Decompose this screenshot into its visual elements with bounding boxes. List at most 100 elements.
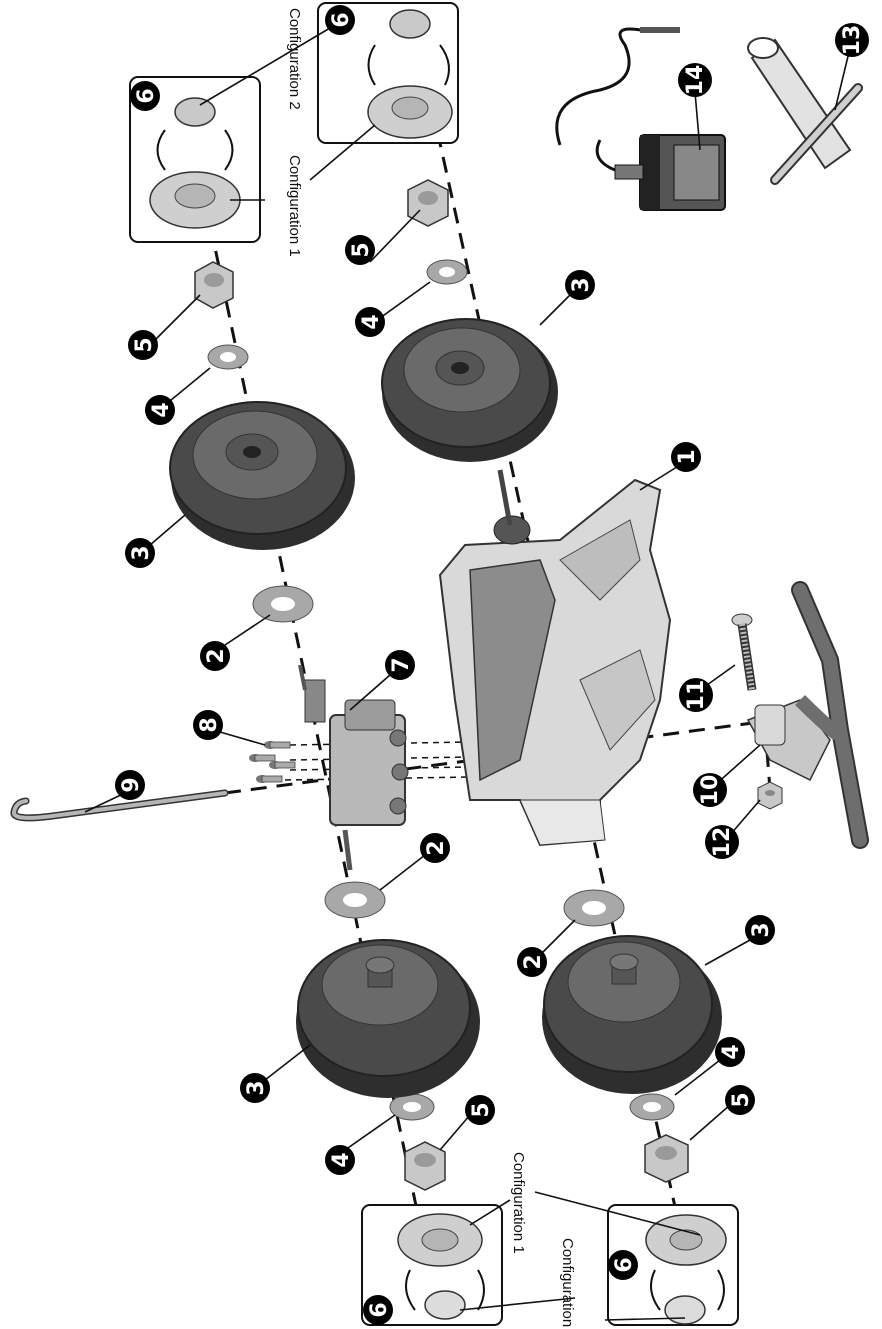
svg-text:4: 4 — [719, 1044, 744, 1059]
callout-6: 6 — [325, 5, 355, 35]
axle-rod — [10, 789, 229, 822]
callout-4: 4 — [715, 1037, 745, 1067]
callout-2: 2 — [517, 947, 547, 977]
config-label: Configuration 1 — [510, 1152, 527, 1254]
hubcap-cap — [389, 9, 431, 39]
svg-text:10: 10 — [698, 775, 723, 806]
wrench — [747, 37, 863, 185]
svg-text:8: 8 — [197, 717, 222, 732]
callout-11: 11 — [679, 678, 713, 712]
svg-text:6: 6 — [134, 88, 159, 103]
washer-small — [207, 344, 249, 370]
callout-4: 4 — [355, 307, 385, 337]
svg-text:6: 6 — [367, 1302, 392, 1317]
svg-text:6: 6 — [612, 1257, 637, 1272]
nut — [194, 261, 234, 309]
config-label: Configuration 2 — [559, 1238, 576, 1329]
screw — [249, 754, 276, 762]
svg-text:1: 1 — [675, 449, 700, 464]
config-label: Configuration 2 — [286, 8, 303, 110]
svg-text:2: 2 — [204, 648, 229, 663]
washer-small — [389, 1093, 435, 1121]
washer-small — [629, 1093, 675, 1121]
wheel — [296, 939, 480, 1098]
svg-text:3: 3 — [244, 1080, 269, 1095]
screw — [269, 761, 296, 769]
svg-text:3: 3 — [129, 545, 154, 560]
callout-5: 5 — [128, 330, 158, 360]
callout-1: 1 — [671, 442, 701, 472]
steering-column — [746, 699, 831, 782]
wheel — [381, 318, 558, 462]
nut — [407, 179, 449, 227]
washer-large — [252, 585, 314, 623]
screw — [256, 775, 283, 783]
callout-10: 10 — [693, 773, 727, 807]
hubcap-cap — [174, 97, 216, 127]
callout-3: 3 — [240, 1073, 270, 1103]
axis-steering — [224, 718, 776, 795]
svg-text:5: 5 — [729, 1092, 754, 1107]
gearbox — [298, 664, 409, 871]
config-box-bottom-left — [361, 1204, 503, 1326]
callout-3: 3 — [125, 538, 155, 568]
charger — [555, 27, 726, 211]
callout-6: 6 — [130, 81, 160, 111]
svg-text:5: 5 — [132, 337, 157, 352]
nut — [644, 1134, 689, 1183]
vehicle-body — [438, 469, 672, 847]
svg-text:2: 2 — [424, 840, 449, 855]
config-box-top-left — [129, 76, 261, 243]
callout-5: 5 — [465, 1095, 495, 1125]
leader-lines — [84, 27, 851, 1321]
svg-text:5: 5 — [469, 1102, 494, 1117]
callout-5: 5 — [345, 235, 375, 265]
svg-text:12: 12 — [710, 827, 735, 858]
axis-left — [203, 199, 442, 1321]
config-box-top-right — [317, 2, 459, 144]
svg-text:4: 4 — [359, 314, 384, 329]
svg-text:3: 3 — [749, 922, 774, 937]
callout-3: 3 — [745, 915, 775, 945]
svg-text:4: 4 — [149, 402, 174, 417]
svg-text:13: 13 — [840, 25, 865, 56]
nut — [404, 1141, 446, 1191]
callout-4: 4 — [325, 1145, 355, 1175]
callout-2: 2 — [420, 833, 450, 863]
svg-text:2: 2 — [521, 954, 546, 969]
callout-13: 13 — [835, 23, 869, 57]
svg-text:7: 7 — [389, 657, 414, 672]
callout-4: 4 — [145, 395, 175, 425]
config-label: Configuration 1 — [286, 155, 303, 257]
washer-small — [426, 259, 468, 285]
washer-large — [563, 889, 625, 927]
steering-nut — [757, 781, 783, 810]
callout-2: 2 — [200, 641, 230, 671]
screw — [264, 741, 291, 749]
washer-large — [324, 881, 386, 919]
callout-7: 7 — [385, 650, 415, 680]
svg-text:4: 4 — [329, 1152, 354, 1167]
svg-text:9: 9 — [119, 777, 144, 792]
wheel — [542, 935, 722, 1094]
callout-5: 5 — [725, 1085, 755, 1115]
svg-text:14: 14 — [683, 65, 708, 96]
callout-12: 12 — [705, 825, 739, 859]
svg-text:3: 3 — [569, 277, 594, 292]
config-box-bottom-right — [607, 1204, 739, 1326]
callout-6: 6 — [363, 1295, 393, 1325]
hubcap-cap — [664, 1295, 706, 1325]
callout-9: 9 — [115, 770, 145, 800]
steering-wheel — [791, 581, 869, 849]
svg-text:6: 6 — [329, 12, 354, 27]
callout-3: 3 — [565, 270, 595, 300]
svg-text:11: 11 — [684, 680, 709, 711]
hubcap-cap — [424, 1290, 466, 1320]
callout-8: 8 — [193, 710, 223, 740]
wheel — [169, 401, 355, 550]
steering-bolt — [731, 613, 757, 691]
callout-14: 14 — [678, 63, 712, 97]
svg-text:5: 5 — [349, 242, 374, 257]
